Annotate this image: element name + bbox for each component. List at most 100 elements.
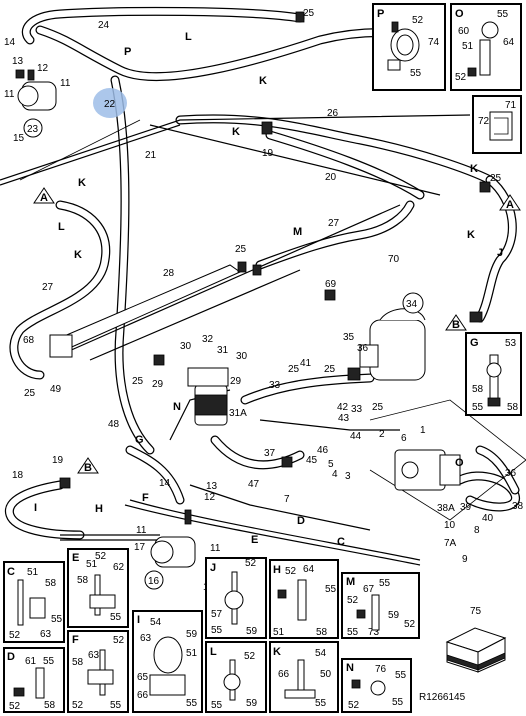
svg-text:55: 55 xyxy=(395,670,407,681)
callout-18: 18 xyxy=(12,470,24,481)
svg-text:51: 51 xyxy=(462,41,474,52)
highlight-callout-22[interactable] xyxy=(93,88,127,118)
callout-27: 27 xyxy=(328,218,340,229)
callout-30: 30 xyxy=(236,351,248,362)
callout-11: 11 xyxy=(210,543,221,554)
svg-text:52: 52 xyxy=(285,566,297,577)
callout-21: 21 xyxy=(145,150,157,161)
callout-A: A xyxy=(506,199,514,211)
svg-text:O: O xyxy=(455,8,464,20)
svg-text:62: 62 xyxy=(113,562,125,573)
svg-text:66: 66 xyxy=(137,690,149,701)
callout-14: 14 xyxy=(4,37,16,48)
svg-text:52: 52 xyxy=(245,558,257,569)
svg-text:50: 50 xyxy=(320,669,332,680)
callout-K: K xyxy=(470,163,478,175)
callout-12: 12 xyxy=(204,492,216,503)
svg-text:P: P xyxy=(377,8,384,20)
svg-text:73: 73 xyxy=(368,627,380,638)
callout-19: 19 xyxy=(52,455,64,466)
svg-text:71: 71 xyxy=(505,100,517,111)
svg-text:64: 64 xyxy=(303,564,315,575)
callout-D: D xyxy=(297,515,305,527)
callout-N: N xyxy=(173,401,181,413)
svg-text:58: 58 xyxy=(72,657,84,668)
callout-33: 33 xyxy=(351,404,363,415)
inset-J: J 52 57 55 59 xyxy=(205,557,267,639)
callout-11: 11 xyxy=(4,89,15,100)
callout-46: 46 xyxy=(317,445,329,456)
callout-25: 25 xyxy=(372,402,384,413)
svg-text:F: F xyxy=(72,634,79,646)
callout-17: 17 xyxy=(134,542,146,553)
callout-41: 41 xyxy=(300,358,312,369)
inset-M: M 67 55 52 59 55 73 52 xyxy=(341,572,420,639)
callout-48: 48 xyxy=(108,419,120,430)
svg-text:52: 52 xyxy=(347,595,359,606)
inset-K: K 54 66 50 55 xyxy=(269,641,339,713)
callout-36: 36 xyxy=(505,468,517,479)
svg-text:E: E xyxy=(72,552,79,564)
callout-32: 32 xyxy=(202,334,214,345)
callout-25: 25 xyxy=(490,173,502,184)
callout-L: L xyxy=(185,31,192,43)
svg-text:59: 59 xyxy=(246,698,258,709)
callout-68: 68 xyxy=(23,335,35,346)
callout-K: K xyxy=(74,249,82,261)
callout-34: 34 xyxy=(406,299,418,310)
svg-text:51: 51 xyxy=(27,567,39,578)
svg-text:76: 76 xyxy=(375,664,387,675)
svg-text:55: 55 xyxy=(472,402,484,413)
inset-G: G 53 58 55 58 xyxy=(465,332,522,416)
callout-40: 40 xyxy=(482,513,494,524)
svg-text:55: 55 xyxy=(347,627,359,638)
svg-text:52: 52 xyxy=(72,700,84,711)
callout-43: 43 xyxy=(338,413,350,424)
callout-A: A xyxy=(40,192,48,204)
svg-text:58: 58 xyxy=(472,384,484,395)
svg-text:51: 51 xyxy=(273,627,285,638)
svg-text:64: 64 xyxy=(503,37,515,48)
callout-28: 28 xyxy=(163,268,175,279)
callout-12: 12 xyxy=(37,63,49,74)
svg-text:52: 52 xyxy=(95,551,107,562)
svg-text:N: N xyxy=(346,662,354,674)
callout-9: 9 xyxy=(462,554,468,565)
svg-text:54: 54 xyxy=(150,617,162,628)
callout-69: 69 xyxy=(325,279,337,290)
callout-25: 25 xyxy=(132,376,144,387)
callout-J: J xyxy=(497,247,503,259)
callout-8: 8 xyxy=(474,525,480,536)
svg-text:52: 52 xyxy=(244,651,256,662)
svg-text:G: G xyxy=(470,337,479,349)
callout-2: 2 xyxy=(379,429,385,440)
callout-25: 25 xyxy=(24,388,36,399)
svg-text:52: 52 xyxy=(113,635,125,646)
svg-text:I: I xyxy=(137,614,140,626)
callout-3: 3 xyxy=(345,471,351,482)
svg-text:55: 55 xyxy=(410,68,422,79)
callout-30: 30 xyxy=(180,341,192,352)
callout-5: 5 xyxy=(328,459,334,470)
svg-text:59: 59 xyxy=(388,610,400,621)
callout-25: 25 xyxy=(235,244,247,255)
callout-K: K xyxy=(467,229,475,241)
svg-text:53: 53 xyxy=(505,338,517,349)
callout-31A: 31A xyxy=(229,408,247,419)
callout-15: 15 xyxy=(13,133,25,144)
svg-text:61: 61 xyxy=(25,656,37,667)
callout-E: E xyxy=(251,534,258,546)
callout-13: 13 xyxy=(206,481,218,492)
svg-text:58: 58 xyxy=(507,402,519,413)
callout-K: K xyxy=(78,177,86,189)
callout-10: 10 xyxy=(444,520,456,531)
callout-I: I xyxy=(34,502,37,514)
callout-F: F xyxy=(142,492,149,504)
svg-text:55: 55 xyxy=(51,614,63,625)
svg-text:55: 55 xyxy=(497,9,509,20)
callout-B: B xyxy=(84,462,92,474)
svg-text:57: 57 xyxy=(211,609,223,620)
inset-P: P 52 74 55 xyxy=(372,3,446,91)
callout-47: 47 xyxy=(248,479,260,490)
